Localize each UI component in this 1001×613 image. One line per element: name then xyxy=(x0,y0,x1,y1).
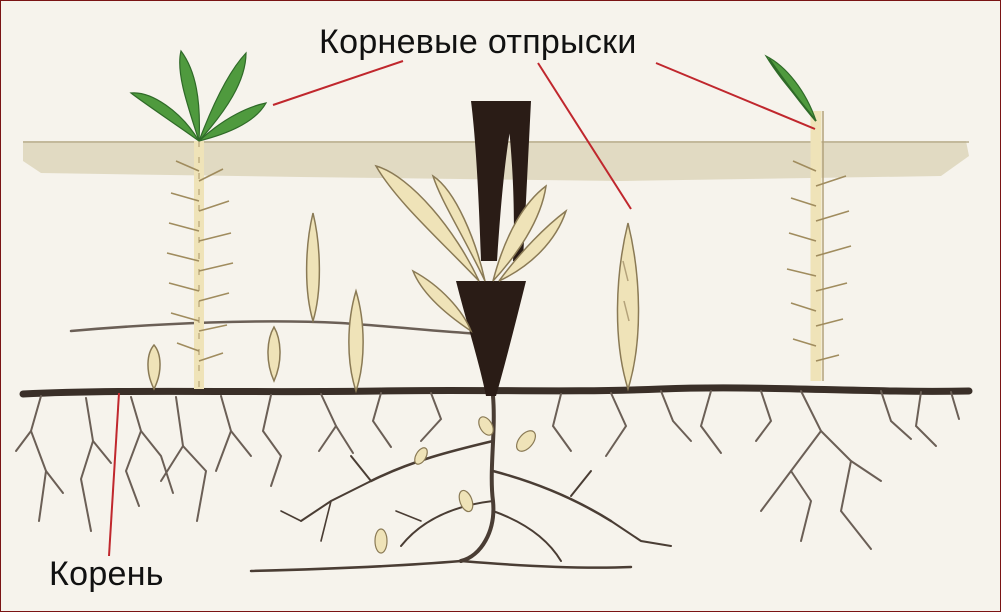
fine-roots xyxy=(16,391,959,549)
central-root-system xyxy=(251,396,671,571)
left-plant xyxy=(131,51,266,389)
pointer-line-center-shoot xyxy=(538,63,631,209)
pointer-line-right-plant xyxy=(656,63,815,129)
pointer-line-root xyxy=(109,393,119,556)
root-label: Корень xyxy=(49,555,164,594)
right-plant xyxy=(766,56,851,381)
pointer-line-left-plant xyxy=(273,61,403,105)
young-shoots xyxy=(148,213,639,391)
root-shoots-label: Корневые отпрыски xyxy=(319,23,637,62)
root-buds xyxy=(375,414,539,553)
